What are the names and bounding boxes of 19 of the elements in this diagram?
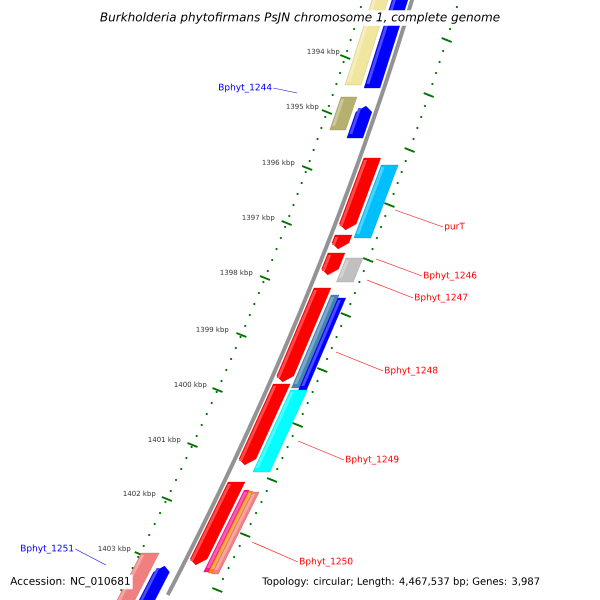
- leader-line: [272, 88, 298, 94]
- leader-line: [336, 352, 384, 372]
- leader-line: [252, 542, 298, 562]
- topology-label: Topology: circular; Length: 4,467,537 bp; Genes: 3,987: [260, 575, 542, 589]
- accession-label: Accession: NC_010681: [8, 574, 133, 590]
- leader-line: [298, 440, 344, 460]
- gene-label: purT: [445, 222, 465, 232]
- leader-line: [376, 258, 422, 276]
- map-title: Burkholderia phytofirmans PsJN chromosome 1, complete genome: [98, 10, 502, 26]
- leader-line: [74, 548, 106, 566]
- leader-line: [366, 280, 414, 298]
- gene-label: Bphyt_1244: [219, 84, 272, 92]
- gene-label: Bphyt_1248: [385, 366, 438, 376]
- gene-label: Bphyt_1246: [424, 272, 476, 280]
- gene-label: Bphyt_1250: [300, 558, 352, 566]
- gene-label: Bphyt_1249: [346, 456, 398, 464]
- gene-label: Bphyt_1251: [21, 544, 74, 554]
- leader-line: [394, 210, 444, 228]
- gene-label: Bphyt_1247: [415, 294, 468, 302]
